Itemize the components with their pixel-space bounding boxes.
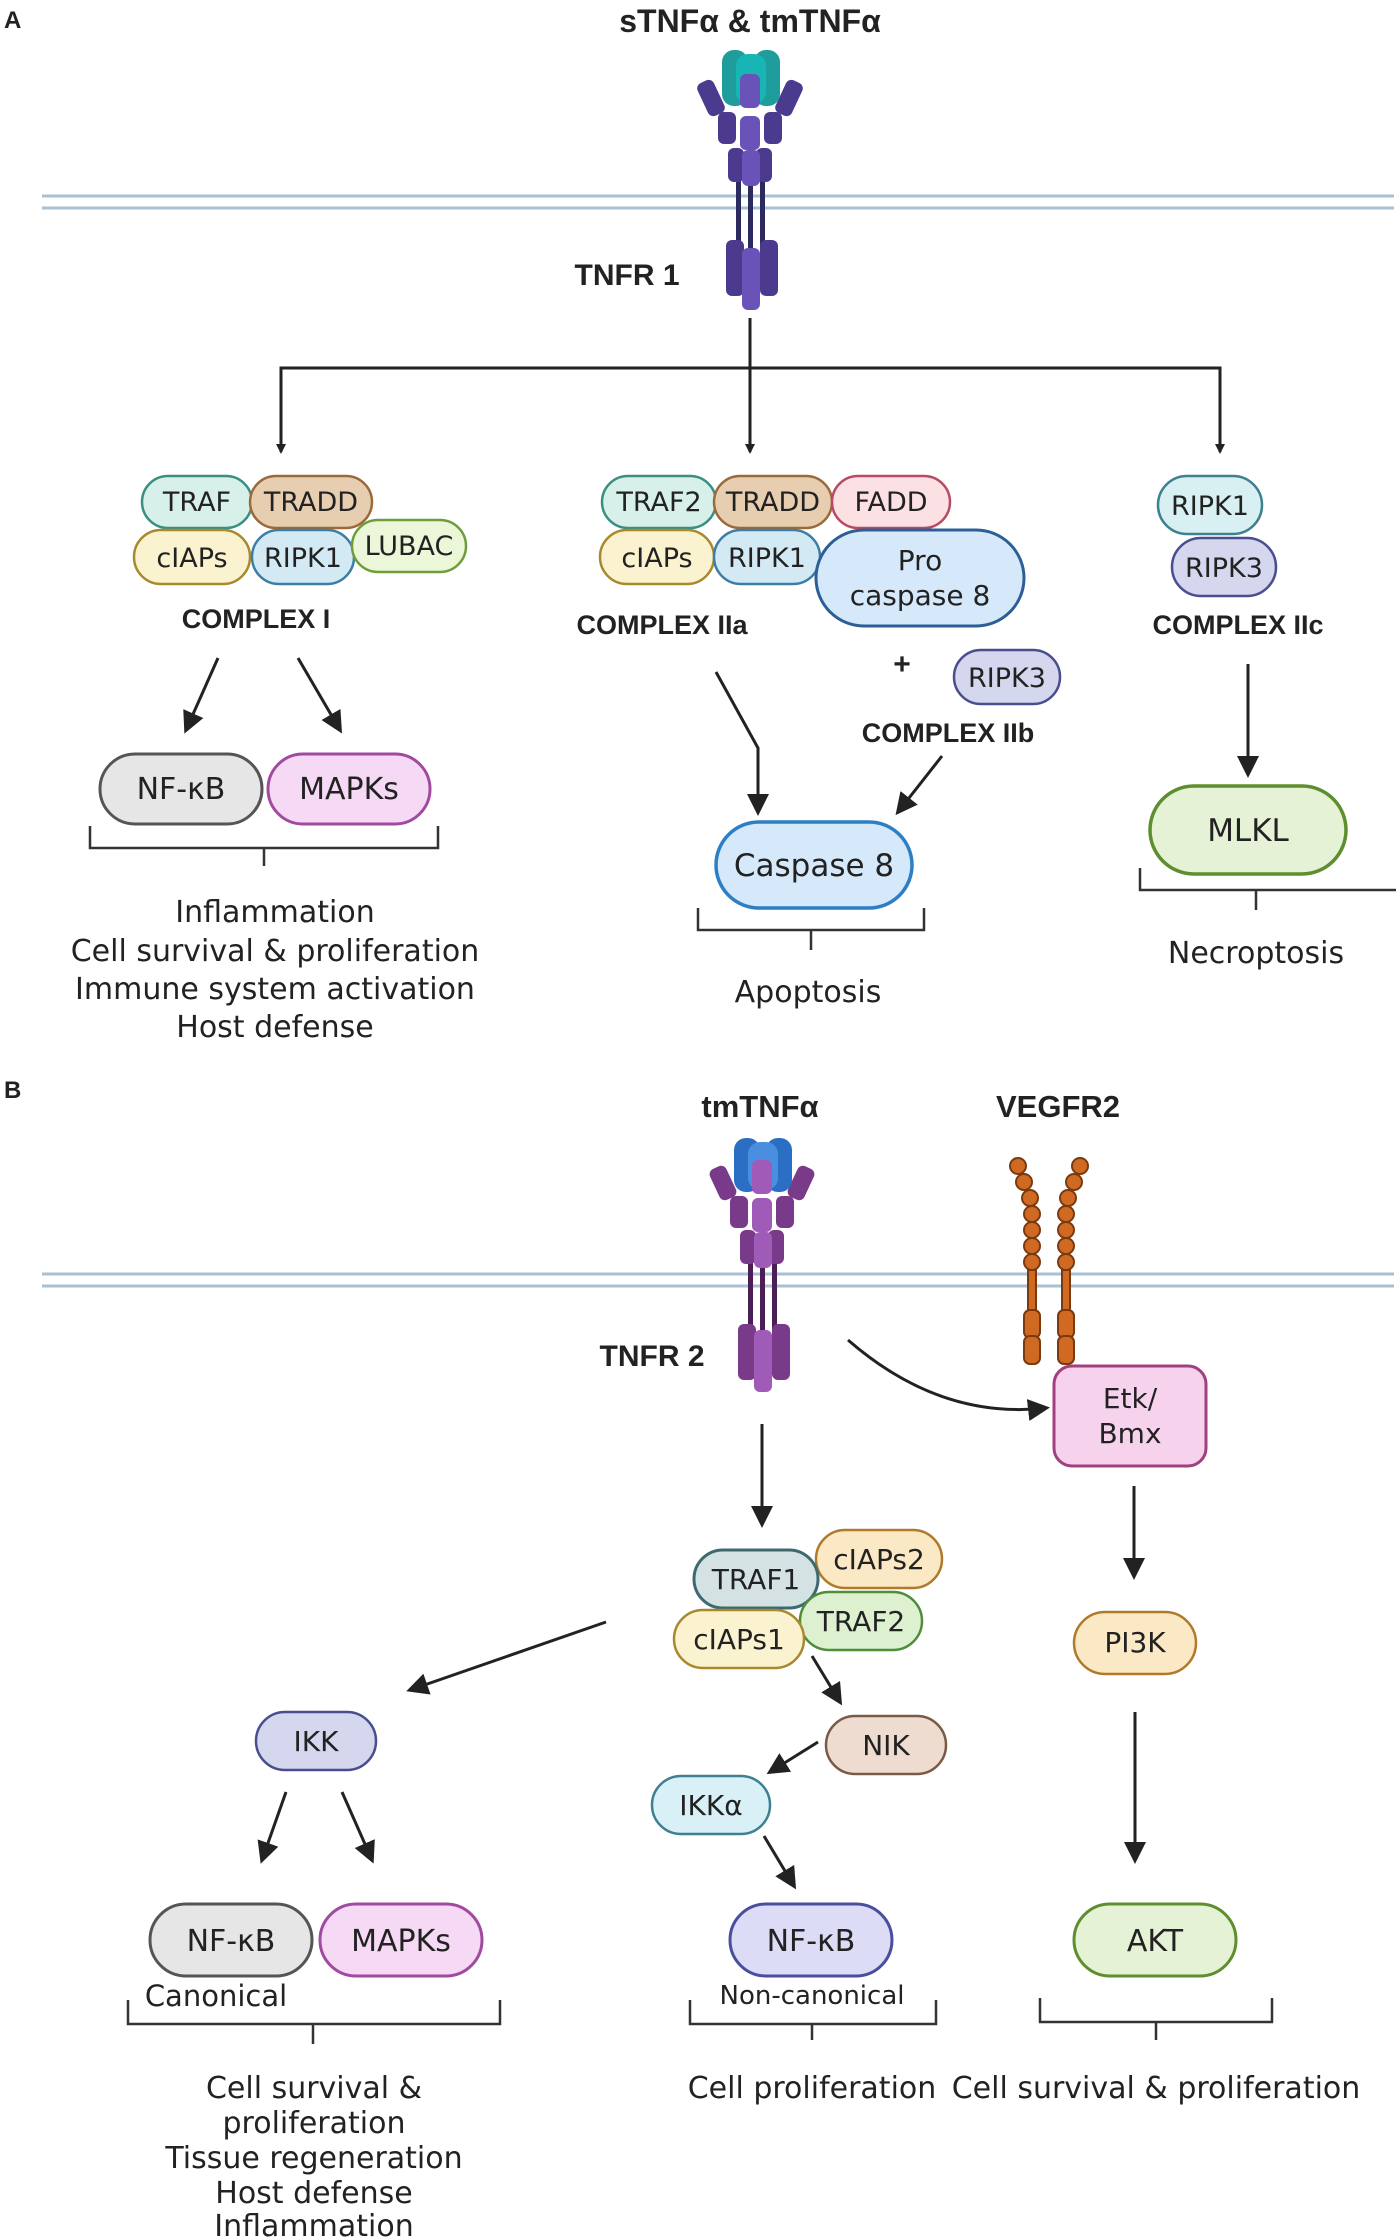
caspase8-label: Caspase 8: [734, 848, 894, 884]
ikka-label: IKKα: [679, 1789, 742, 1822]
ciaps2-complex-label: cIAPs2: [833, 1543, 925, 1576]
tmtnf-label: tmTNFα: [701, 1089, 818, 1124]
traf2-label: TRAF2: [615, 487, 701, 518]
akt-label: AKT: [1127, 1924, 1184, 1959]
ripk3-label: RIPK3: [968, 663, 1046, 694]
complex-i-bracket: [88, 826, 440, 866]
canonical-outcome-1: Cell survival &: [206, 2071, 422, 2106]
necroptosis-label: Necroptosis: [1168, 936, 1344, 971]
etk-line2: Bmx: [1098, 1417, 1161, 1450]
complex-iib-title: COMPLEX IIb: [862, 718, 1035, 748]
noncanonical-bracket: [688, 2000, 938, 2040]
mlkl-box: [1148, 784, 1348, 876]
complex-i-title: COMPLEX I: [182, 604, 331, 634]
complex-iia: TRAF2 TRADD FADD cIAPs RIPK1 Pro caspase…: [598, 474, 1026, 628]
apoptosis-bracket: [696, 908, 926, 950]
complex-i-arrows: [183, 657, 343, 734]
complex-iic-title: COMPLEX IIc: [1152, 610, 1323, 640]
panel-a-letter: A: [4, 7, 21, 34]
complex-to-ikk-arrow: [406, 1620, 607, 1695]
nik-to-ikka-arrow: [766, 1740, 819, 1775]
ciaps1-label: cIAPs1: [693, 1623, 785, 1656]
nfkb-noncanonical-label: NF-κB: [767, 1924, 856, 1959]
nik-label: NIK: [862, 1729, 910, 1762]
tnfr2-complex: cIAPs2 TRAF1 TRAF2 cIAPs1: [672, 1528, 944, 1670]
akt-outcome: Cell survival & proliferation: [952, 2071, 1361, 2106]
caspase8-box: [714, 820, 914, 910]
outcome-host-defense: Host defense: [176, 1010, 373, 1045]
canonical-outcomes: Cell survival & proliferation Tissue reg…: [164, 2071, 462, 2240]
ciaps2-label: cIAPs: [621, 543, 692, 574]
cell-membrane-b: [42, 1272, 1394, 1288]
nfkb-noncanonical-box: [728, 1902, 894, 1978]
canonical-targets: NF-κB MAPKs: [148, 1902, 484, 1978]
etk-bmx-box: [1052, 1364, 1208, 1468]
nik-box: [824, 1714, 948, 1776]
ikka-box: [650, 1774, 772, 1836]
ripk3-box: [952, 648, 1062, 706]
outcome-immune: Immune system activation: [75, 972, 475, 1007]
outcome-survival: Cell survival & proliferation: [71, 934, 480, 969]
tnfr2-label: TNFR 2: [600, 1340, 705, 1373]
tnfr1-branch-arrows: [276, 318, 1225, 454]
akt-box: [1072, 1902, 1238, 1978]
complex-to-nik-arrow: [810, 1655, 843, 1706]
necroptosis-bracket: [1138, 868, 1396, 910]
ikk-label: IKK: [294, 1725, 340, 1758]
panel-b-letter: B: [4, 1077, 21, 1104]
mapks-label: MAPKs: [299, 772, 399, 807]
ripk1-label: RIPK1: [264, 543, 342, 574]
apoptosis-label: Apoptosis: [735, 975, 882, 1010]
complex-i-targets: NF-κB MAPKs: [98, 752, 432, 826]
ikk-box: [254, 1710, 378, 1772]
caspase-arrows: [714, 671, 944, 816]
etk-line1: Etk/: [1103, 1382, 1158, 1415]
tnfr1-receptor-icon: [697, 50, 803, 310]
nfkb-label: NF-κB: [137, 772, 226, 807]
tnfr1-label: TNFR 1: [575, 259, 680, 292]
lubac-label: LUBAC: [365, 531, 454, 562]
outcome-inflammation: Inflammation: [175, 895, 374, 930]
complex-i-outcomes: Inflammation Cell survival & proliferati…: [71, 895, 480, 1045]
noncanonical-outcome: Cell proliferation: [688, 2071, 937, 2106]
traf2-complex-label: TRAF2: [816, 1605, 906, 1638]
canonical-outcome-5: Inflammation: [214, 2209, 413, 2240]
complex-i: TRAF TRADD cIAPs RIPK1 LUBAC: [132, 474, 468, 586]
tnfr2-to-etk-arrow: [847, 1338, 1050, 1421]
vegfr2-receptor-icon: [1009, 1157, 1089, 1365]
nfkb-canonical-label: NF-κB: [187, 1924, 276, 1959]
tnfr2-receptor-icon: [709, 1138, 815, 1392]
pi3k-box: [1072, 1610, 1198, 1676]
tradd-label: TRADD: [263, 487, 358, 518]
procaspase-line2: caspase 8: [850, 579, 991, 612]
ripk1-3-label: RIPK1: [1171, 491, 1249, 522]
ripk1-2-label: RIPK1: [728, 543, 806, 574]
procaspase-line1: Pro: [898, 544, 942, 577]
vegfr2-label: VEGFR2: [996, 1089, 1120, 1124]
canonical-outcome-4: Host defense: [215, 2176, 412, 2211]
ikk-arrows: [257, 1791, 375, 1864]
akt-bracket: [1038, 1998, 1274, 2040]
pi3k-label: PI3K: [1104, 1626, 1166, 1659]
canonical-outcome-2: proliferation: [223, 2106, 406, 2141]
ripk3-2-label: RIPK3: [1185, 553, 1263, 584]
canonical-label: Canonical: [145, 1979, 287, 2013]
plus-sign: +: [893, 648, 911, 681]
fadd-label: FADD: [854, 487, 927, 518]
cell-membrane-a: [42, 194, 1394, 210]
noncanonical-label: Non-canonical: [720, 1981, 905, 2011]
mapks-canonical-label: MAPKs: [351, 1924, 451, 1959]
traf1-label: TRAF1: [711, 1563, 801, 1596]
ciaps-label: cIAPs: [156, 543, 227, 574]
complex-iia-title: COMPLEX IIa: [576, 610, 748, 640]
mlkl-label: MLKL: [1207, 813, 1289, 849]
canonical-bracket: [126, 2000, 502, 2044]
canonical-outcome-3: Tissue regeneration: [164, 2141, 462, 2176]
traf-label: TRAF: [162, 487, 231, 518]
ligand-label-a: sTNFα & tmTNFα: [619, 3, 881, 39]
complex-iic: RIPK1 RIPK3: [1156, 474, 1278, 598]
tradd2-label: TRADD: [725, 487, 820, 518]
ikka-to-nfkb-arrow: [762, 1835, 797, 1890]
